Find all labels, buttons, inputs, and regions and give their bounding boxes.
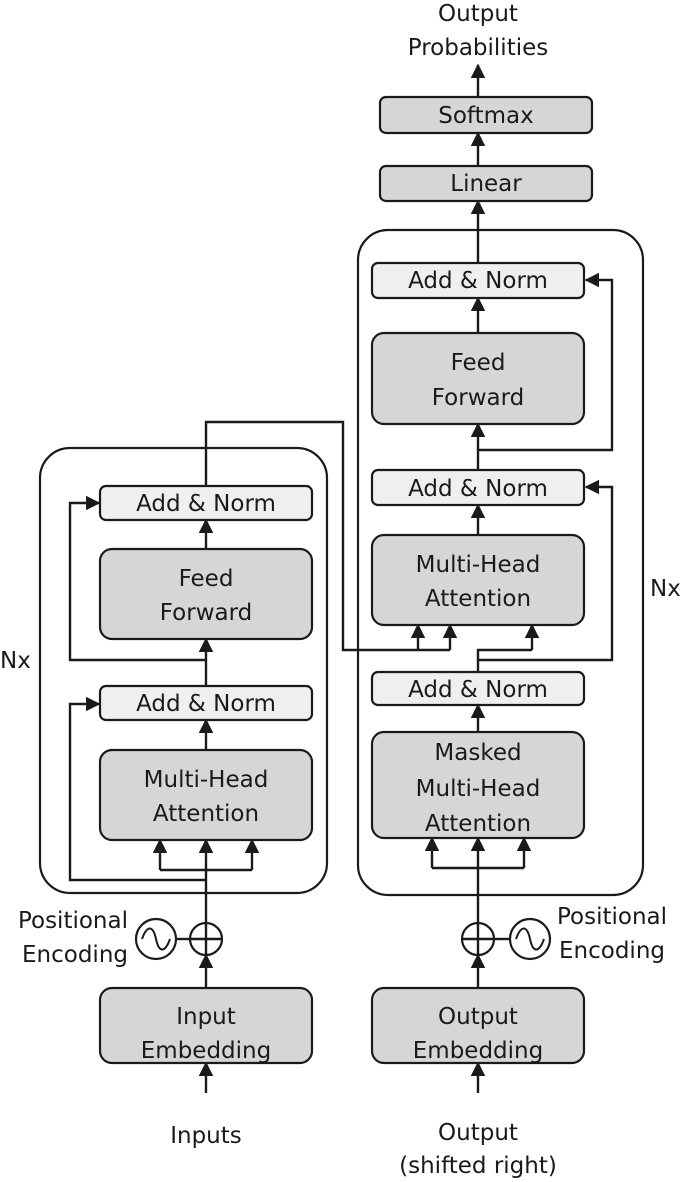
encoder-add-norm-bottom bbox=[98, 684, 314, 722]
input-embedding-line1: Input bbox=[176, 1004, 236, 1030]
encoder-stack bbox=[38, 446, 329, 895]
decoder-input-label-line1: Output bbox=[438, 1120, 518, 1146]
encoder-attention-line2: Attention bbox=[153, 801, 259, 827]
encoder-sine-wave-icon bbox=[141, 927, 171, 951]
decoder-add-norm-bottom bbox=[370, 670, 586, 707]
output-embedding-line2: Embedding bbox=[413, 1038, 543, 1064]
decoder-add-norm-top-label: Add & Norm bbox=[408, 268, 548, 294]
decoder-masked-attention bbox=[370, 730, 586, 840]
encoder-add-norm-top-label: Add & Norm bbox=[136, 491, 276, 517]
input-embedding bbox=[98, 986, 314, 1065]
decoder-feed-forward bbox=[370, 331, 586, 426]
encoder-connections bbox=[68, 420, 450, 1093]
decoder-add-norm-middle bbox=[370, 468, 586, 507]
decoder-feed-forward-line2: Forward bbox=[432, 385, 525, 411]
output-probabilities-line1: Output bbox=[438, 1, 518, 27]
output-embedding-line1: Output bbox=[438, 1004, 518, 1030]
decoder-masked-attention-line2: Multi-Head bbox=[416, 776, 541, 802]
decoder-connections bbox=[410, 63, 614, 1093]
output-embedding bbox=[370, 986, 586, 1065]
encoder-attention-line1: Multi-Head bbox=[144, 767, 269, 793]
decoder-add-norm-middle-label: Add & Norm bbox=[408, 476, 548, 502]
encoder-feed-forward-line1: Feed bbox=[179, 566, 234, 592]
decoder-add-norm-bottom-label: Add & Norm bbox=[408, 677, 548, 703]
decoder-cross-attention bbox=[370, 533, 586, 627]
input-embedding-line2: Embedding bbox=[141, 1038, 271, 1064]
softmax-box bbox=[378, 95, 594, 135]
inputs-label: Inputs bbox=[170, 1123, 242, 1149]
decoder-masked-attention-line1: Masked bbox=[434, 740, 521, 766]
decoder-sine-wave-icon bbox=[515, 927, 545, 951]
decoder-masked-attention-line3: Attention bbox=[425, 811, 531, 837]
decoder-nx-label: Nx bbox=[650, 576, 681, 602]
decoder-stack bbox=[356, 228, 645, 897]
softmax-label: Softmax bbox=[438, 103, 534, 129]
encoder-nx-label: Nx bbox=[0, 648, 31, 674]
encoder-multi-head-attention bbox=[98, 748, 314, 842]
linear-label: Linear bbox=[450, 171, 522, 197]
decoder-positional-label-line1: Positional bbox=[557, 904, 667, 930]
decoder-input-label-line2: (shifted right) bbox=[399, 1153, 557, 1179]
encoder-feed-forward-line2: Forward bbox=[160, 600, 253, 626]
linear-box bbox=[378, 164, 594, 203]
decoder-add-norm-top bbox=[370, 261, 586, 300]
encoder-feed-forward bbox=[98, 547, 314, 641]
encoder-positional-label-line2: Encoding bbox=[22, 942, 128, 968]
decoder-feed-forward-line1: Feed bbox=[451, 350, 506, 376]
decoder-cross-attention-line1: Multi-Head bbox=[416, 552, 541, 578]
decoder-cross-attention-line2: Attention bbox=[425, 586, 531, 612]
encoder-positional-label-line1: Positional bbox=[18, 908, 128, 934]
decoder-positional-label-line2: Encoding bbox=[559, 938, 665, 964]
output-probabilities-line2: Probabilities bbox=[408, 35, 549, 61]
encoder-add-norm-top bbox=[98, 484, 314, 522]
encoder-add-norm-bottom-label: Add & Norm bbox=[136, 691, 276, 717]
